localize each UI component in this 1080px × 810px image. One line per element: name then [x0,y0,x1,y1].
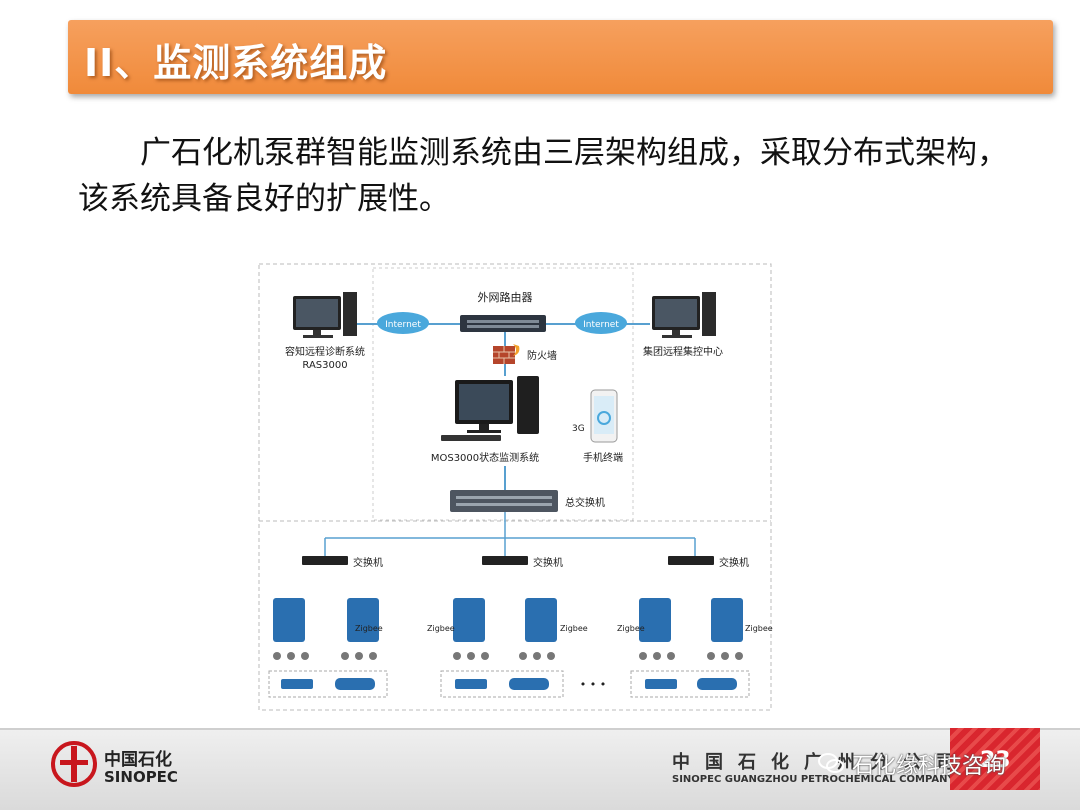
cloud-left-icon [377,312,429,334]
collector-icon [711,598,743,642]
more-ellipsis: • • • [580,678,606,691]
pump-motor-icon [281,679,313,689]
outer-border [258,263,772,711]
intro-paragraph: 广石化机泵群智能监测系统由三层架构组成，采取分布式架构，该系统具备良好的扩展性。 [78,135,1008,217]
switch-icon [302,556,348,565]
zigbee-label: Zigbee [617,624,645,633]
pump-motor-icon [645,679,677,689]
sensor-icons [273,652,377,660]
firewall-label: 防火墙 [527,349,557,362]
company-name-en: SINOPEC GUANGZHOU PETROCHEMICAL COMPANY [672,774,955,785]
field-group-1: 交换机 Zigbee [268,556,388,698]
switch-icon [668,556,714,565]
collector-icon [347,598,379,642]
mobile-badge: 3G [572,424,585,434]
internet-left-label: Internet [385,320,421,330]
collector-icon [525,598,557,642]
sensor-icons [639,652,743,660]
internet-right-label: Internet [583,320,619,330]
collector-icon [453,598,485,642]
cloud-right-icon [575,312,627,334]
pump-icon [697,678,737,690]
remote-left-label-2: RAS3000 [302,360,347,371]
router-ports [467,320,539,328]
sinopec-logo-icon [51,741,97,787]
mobile-label: 手机终端 [583,451,623,464]
remote-right-label: 集团远程集控中心 [643,345,723,358]
pump-icon [509,678,549,690]
zigbee-label: Zigbee [355,624,383,633]
main-switch-icon [450,490,558,512]
switch-label: 交换机 [533,556,563,569]
pump-motor-icon [455,679,487,689]
firewall-icon [493,344,520,364]
sensor-icons [453,652,555,660]
company-name-cn: 中国石化广州分公司 [672,752,969,773]
footer-divider [0,728,1080,731]
switch-icon [482,556,528,565]
field-group-3: 交换机 Zigbee Zigbee [617,556,773,698]
brand-en: SINOPEC [104,768,178,786]
computer-right-icon [652,292,716,338]
footer [0,730,1080,810]
switch-label: 交换机 [353,556,383,569]
brand-cn: 中国石化 [104,750,172,770]
switch-label: 交换机 [719,556,749,569]
architecture-diagram: 外网路由器 Internet Internet 容知远程诊断系统 RAS3000… [258,263,773,711]
zigbee-label: Zigbee [560,624,588,633]
zigbee-label: Zigbee [427,624,455,633]
title-bar: II、监测系统组成 [68,20,1053,94]
slide-title: II、监测系统组成 [84,41,388,85]
wechat-icon [818,753,844,773]
page-number: 23 [980,748,1011,773]
computer-left-icon [293,292,357,338]
mos-label: MOS3000状态监测系统 [431,451,539,464]
router-label: 外网路由器 [478,290,533,304]
router-icon [460,315,546,332]
watermark-text: 石化缘科技咨询 [852,754,1007,779]
distribution-links [324,512,696,556]
main-switch-label: 总交换机 [565,496,605,509]
pump-icon [335,678,375,690]
zigbee-label: Zigbee [745,624,773,633]
phone-icon [590,389,618,443]
remote-left-label-1: 容知远程诊断系统 [285,345,365,358]
field-group-2: 交换机 Zigbee Zigbee • • • [427,556,606,698]
collector-icon [639,598,671,642]
center-tier-border [372,267,634,521]
collector-icon [273,598,305,642]
mos-computer-icon [441,376,539,441]
page-number-block [950,728,1040,790]
